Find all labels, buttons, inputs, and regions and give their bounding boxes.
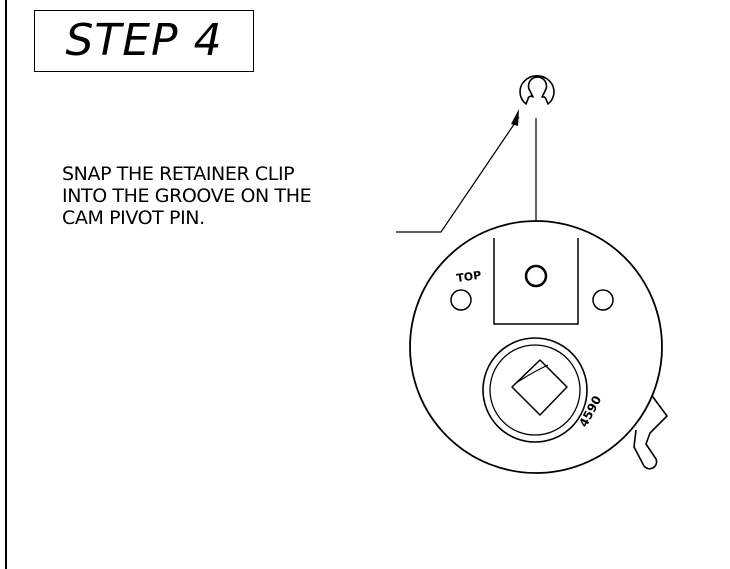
knob-grip-line — [515, 364, 549, 384]
instruction-line-3: CAM PIVOT PIN. — [62, 207, 205, 229]
cam-lever — [632, 373, 668, 470]
instruction-text: SNAP THE RETAINER CLIP INTO THE GROOVE O… — [62, 163, 422, 229]
step-title: STEP 4 — [65, 15, 223, 66]
leader-line — [396, 116, 520, 233]
right-hole — [592, 289, 614, 311]
knob-grip — [511, 359, 568, 416]
step-title-box: STEP 4 — [34, 10, 254, 72]
knob-inner — [489, 344, 581, 436]
cam-pivot-pin — [524, 264, 548, 288]
top-label: TOP — [456, 269, 482, 285]
retainer-clip — [519, 75, 555, 105]
left-hole — [450, 289, 472, 311]
leader-arrowhead — [511, 109, 519, 126]
slot-plate — [493, 238, 579, 325]
instruction-line-1: SNAP THE RETAINER CLIP — [62, 163, 295, 185]
instruction-line-2: INTO THE GROOVE ON THE — [62, 185, 312, 207]
